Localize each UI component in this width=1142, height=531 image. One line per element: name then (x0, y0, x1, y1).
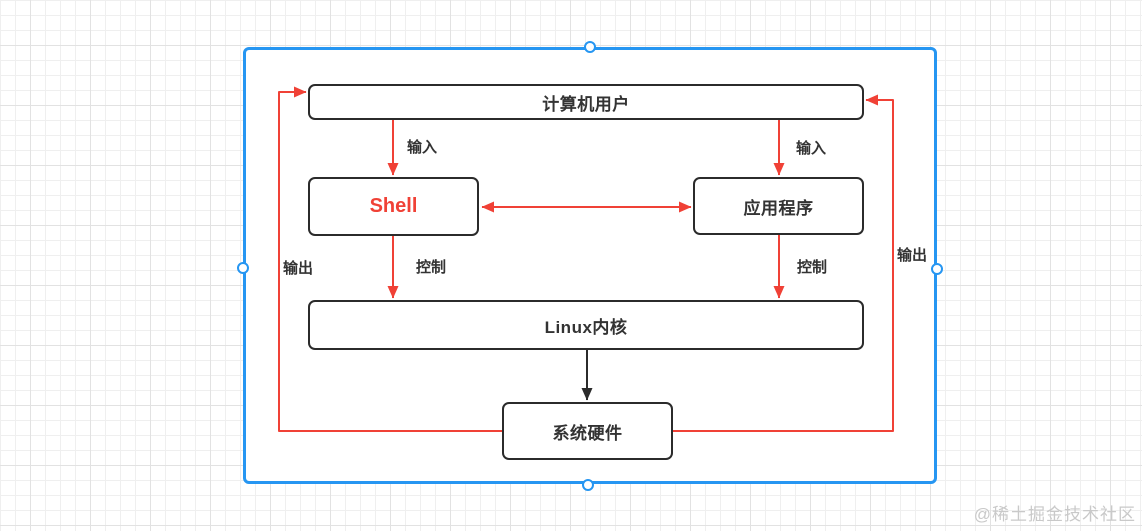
node-linux-kernel[interactable]: Linux内核 (308, 300, 864, 350)
node-computer-user[interactable]: 计算机用户 (308, 84, 864, 120)
edge-output-left-loop[interactable] (278, 86, 502, 432)
selection-handle-left[interactable] (237, 262, 249, 274)
edge-label-output-left[interactable]: 输出 (282, 260, 315, 277)
node-application[interactable]: 应用程序 (693, 177, 864, 235)
edge-label-input-shell[interactable]: 输入 (406, 139, 439, 156)
edge-label-control-shell[interactable]: 控制 (415, 259, 448, 276)
edge-output-right-loop[interactable] (673, 94, 894, 432)
watermark: @稀土掘金技术社区 (973, 505, 1136, 524)
selection-handle-bottom[interactable] (582, 479, 594, 491)
node-system-hardware[interactable]: 系统硬件 (502, 402, 673, 460)
node-shell[interactable]: Shell (308, 177, 479, 236)
edge-label-output-right[interactable]: 输出 (896, 247, 929, 264)
edge-label-input-app[interactable]: 输入 (795, 140, 828, 157)
selection-handle-right[interactable] (931, 263, 943, 275)
selection-handle-top[interactable] (584, 41, 596, 53)
edge-label-control-app[interactable]: 控制 (796, 259, 829, 276)
